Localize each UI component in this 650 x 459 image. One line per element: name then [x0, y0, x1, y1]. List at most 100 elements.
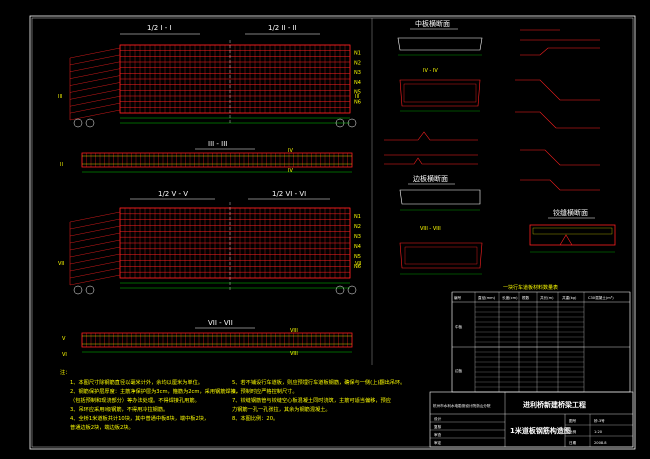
- rebar-callout: N2: [354, 224, 361, 230]
- rebar-bending-shapes: [515, 29, 600, 191]
- cad-line: [69, 75, 121, 86]
- cad-line: [69, 239, 121, 251]
- table-header: 共长(m): [540, 295, 554, 300]
- edge-plate-detail: 边板横断面 VIII - VIII: [399, 174, 483, 275]
- note-line: 6、预制时应严格控制尺寸。: [232, 387, 298, 395]
- skew-lines-1: [69, 47, 121, 121]
- cad-line: [69, 54, 121, 66]
- label-sec-7-7: VII - VII: [208, 319, 233, 327]
- note-line: 力钢筋一孔一孔张拉，其余为钢筋混凝土。: [232, 405, 331, 413]
- svg-text:VIII: VIII: [290, 351, 298, 357]
- cad-line: [69, 109, 121, 121]
- svg-text:III: III: [58, 94, 62, 100]
- notes: 注： 1、本图尺寸除钢筋直径以毫米计外，余均以厘米为单位。 2、钢筋保护层厚度：…: [60, 368, 405, 431]
- rebar-callout: N1: [354, 214, 361, 220]
- section-3-3: III - III II IV IV: [60, 140, 353, 174]
- title-field: 桥-3号: [594, 418, 605, 423]
- svg-text:VIII: VIII: [290, 328, 298, 334]
- rebar-callout: N2: [354, 60, 361, 66]
- svg-text:VI: VI: [62, 352, 67, 358]
- note-line: 4、全桥1米道板共计10块，其中普通中板8块，端中板2块，: [70, 414, 209, 422]
- title-row: 设计: [434, 416, 442, 421]
- cad-line: [69, 260, 121, 272]
- note-line: 3、吊环应采用I级钢筋，不得用冷拉钢筋。: [70, 405, 168, 413]
- cad-line: [69, 96, 121, 107]
- title-joint: 铰缝横断面: [553, 208, 588, 217]
- note-line: （包括预制和现浇部分）等办法处理。不得焊接孔用筋。: [70, 396, 200, 404]
- table-header: 编号: [454, 295, 462, 300]
- section-7-7: VII - VII V VI VIII VIII: [62, 319, 353, 358]
- rebar-callout: N6: [354, 99, 361, 105]
- svg-text:V: V: [62, 336, 66, 342]
- cad-line: [69, 218, 121, 230]
- rebar-callout: N6: [354, 264, 361, 270]
- title-field: 比例: [569, 429, 577, 434]
- rebar-strip-2: [81, 333, 352, 347]
- table-grid: [451, 292, 631, 393]
- notes-heading: 注：: [60, 368, 70, 376]
- cad-line: [69, 68, 121, 79]
- skew-lines-2: [69, 211, 121, 286]
- table-header: C30混凝土(m³): [588, 295, 614, 300]
- table-headers: 编号 直径(mm) 长度(cm) 根数 共长(m) 共重(kg) C30混凝土(…: [454, 295, 614, 300]
- rebar-callout: N1: [354, 51, 361, 57]
- title-row: 复核: [434, 424, 442, 429]
- material-table: 一块行车道板材料数量表 编号 直径(mm) 长度(cm) 根数 共长(m) 共重…: [451, 284, 631, 393]
- label-half-5-5: 1/2 V - V: [158, 190, 188, 198]
- mid-plate-detail: 中板横断面 IV - IV: [397, 19, 483, 112]
- title-edge-plate: 边板横断面: [413, 174, 448, 183]
- note-line: 2、钢筋保护层厚度：主筋净保护层为3cm，箍筋为2cm，采用钢筋焊接，: [70, 387, 241, 395]
- svg-text:III: III: [355, 94, 359, 100]
- joint-detail: 铰缝横断面: [529, 208, 616, 253]
- label-sec-8-8: VIII - VIII: [420, 226, 441, 232]
- table-group-label: 边板: [455, 368, 463, 373]
- rebar-shapes-1: [384, 131, 478, 165]
- title-field: 1:20: [594, 430, 603, 434]
- cad-line: [69, 225, 121, 237]
- title-field: 日期: [569, 440, 577, 445]
- title-org: 杭州市水利水电勘测设计院浙山分院: [433, 403, 491, 408]
- cad-line: [69, 246, 121, 258]
- table-header: 长度(cm): [502, 295, 518, 300]
- title-mid-plate: 中板横断面: [415, 19, 450, 28]
- rebar-callout: N4: [354, 80, 361, 86]
- title-row: 审定: [434, 440, 442, 445]
- svg-text:IV: IV: [288, 168, 293, 174]
- table-header: 根数: [522, 295, 530, 300]
- svg-text:VII: VII: [58, 261, 64, 267]
- svg-text:IV: IV: [288, 148, 293, 154]
- table-group-label: 中板: [455, 324, 463, 329]
- cad-line: [69, 61, 121, 72]
- title-drawing-name: 1米道板钢筋构造图: [510, 426, 571, 435]
- cad-line: [69, 89, 121, 100]
- title-row: 审查: [434, 432, 442, 437]
- drawing-frame-outer: [29, 15, 636, 450]
- note-line: 7、铰缝钢筋管与铰缝空心板混凝土同时浇筑，主筋可适当偏移，预应: [232, 396, 391, 404]
- note-line: 1、本图尺寸除钢筋直径以毫米计外，余均以厘米为单位。: [70, 378, 203, 386]
- title-project: 进利桥新建桥梁工程: [523, 400, 586, 409]
- rebar-callout: N5: [354, 254, 361, 260]
- cad-line: [69, 253, 121, 265]
- title-field: 2008.8: [594, 441, 607, 445]
- label-sec-4-4: IV - IV: [423, 68, 438, 74]
- cad-line: [69, 232, 121, 244]
- cad-line: [69, 274, 121, 286]
- cad-line: [69, 102, 121, 114]
- rebar-callout: N4: [354, 244, 361, 250]
- svg-text:II: II: [60, 162, 63, 168]
- title-block: 杭州市水利水电勘测设计院浙山分院 进利桥新建桥梁工程 1米道板钢筋构造图 设计 …: [429, 391, 634, 448]
- label-half-6-6: 1/2 VI - VI: [272, 190, 306, 198]
- cad-line: [69, 82, 121, 93]
- drawing-frame-inner: [31, 17, 634, 448]
- note-line: 普通边板2块，端边板2块。: [70, 423, 134, 431]
- svg-text:VII: VII: [355, 261, 361, 267]
- title-table: 一块行车道板材料数量表: [503, 284, 558, 291]
- cad-line: [69, 47, 121, 59]
- note-line: 8、本图比例：20。: [232, 414, 278, 422]
- note-line: 5、若不铺设行车道板，则应预埋行车道板钢筋，确保与一侧(上)翻出吊环。: [232, 378, 405, 386]
- cad-line: [69, 267, 121, 279]
- rebar-callout: N3: [354, 70, 361, 76]
